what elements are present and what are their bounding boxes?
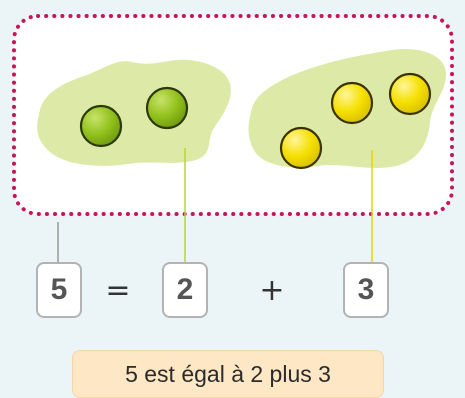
total-number-box: 5 [36,262,82,318]
yellow-ball [330,81,374,125]
yellow-ball [279,126,323,170]
green-ball [79,104,123,148]
equals-sign: = [105,272,131,308]
yellow-ball [388,72,432,116]
part2-number-box: 3 [343,262,389,318]
plus-sign: + [259,272,285,308]
caption-text: 5 est égal à 2 plus 3 [125,360,331,387]
caption-box: 5 est égal à 2 plus 3 [72,350,384,398]
part1-number-box: 2 [162,262,208,318]
green-ball [145,86,189,130]
